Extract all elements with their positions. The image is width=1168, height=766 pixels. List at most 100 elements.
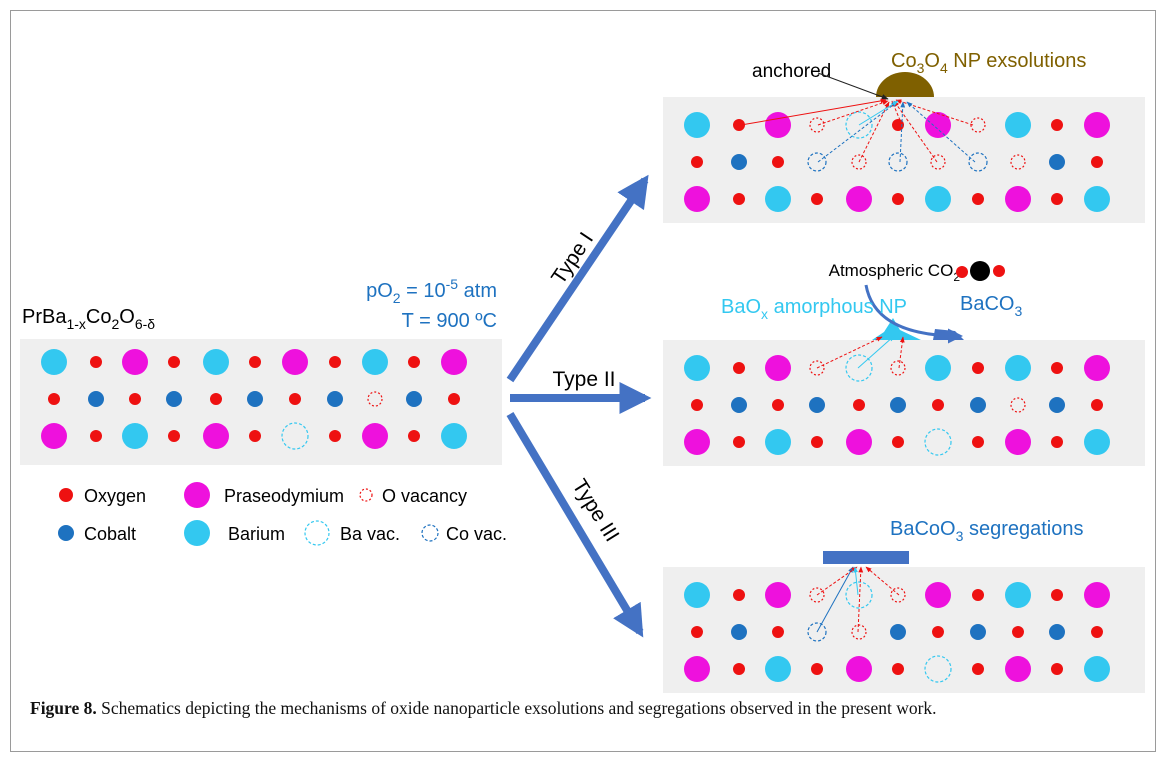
barium-atom xyxy=(765,429,791,455)
oxygen-atom xyxy=(733,119,745,131)
cobalt-atom xyxy=(890,397,906,413)
type3-migration-arrows xyxy=(816,566,900,633)
praseodymium-atom xyxy=(1005,186,1031,212)
cobalt-atom xyxy=(247,391,263,407)
oxygen-atom xyxy=(733,436,745,448)
praseodymium-atom xyxy=(925,112,951,138)
o-vacancy xyxy=(1010,154,1026,170)
praseodymium-atom xyxy=(41,423,67,449)
o-vacancy xyxy=(851,154,867,170)
baco3-label: BaCO3 xyxy=(960,293,1022,319)
oxygen-atom xyxy=(168,430,180,442)
legend: Oxygen Praseodymium O vacancy Cobalt Bar… xyxy=(58,482,507,546)
co3o4-label: Co3O4 NP exsolutions xyxy=(891,50,1086,76)
oxygen-atom xyxy=(408,356,420,368)
condition-po2: pO2 = 10-5 atm xyxy=(366,276,497,306)
caption-text: Schematics depicting the mechanisms of o… xyxy=(96,698,937,718)
legend-o-vacancy-label: O vacancy xyxy=(382,486,467,506)
oxygen-atom xyxy=(772,156,784,168)
legend-co-vac-label: Co vac. xyxy=(446,524,507,544)
oxygen-atom xyxy=(932,399,944,411)
oxygen-atom xyxy=(90,430,102,442)
legend-cobalt-label: Cobalt xyxy=(84,524,136,544)
praseodymium-atom xyxy=(846,186,872,212)
condition-temperature: T = 900 ºC xyxy=(402,310,497,332)
praseodymium-atom xyxy=(122,349,148,375)
oxygen-atom xyxy=(733,589,745,601)
type3-label: Type III xyxy=(568,475,624,546)
ba-vacancy xyxy=(924,655,952,683)
oxygen-atom xyxy=(289,393,301,405)
barium-atom xyxy=(684,582,710,608)
oxygen-atom xyxy=(691,156,703,168)
praseodymium-atom xyxy=(846,656,872,682)
oxygen-atom xyxy=(892,663,904,675)
oxygen-atom xyxy=(811,436,823,448)
legend-oxygen-label: Oxygen xyxy=(84,486,146,506)
o-vacancy xyxy=(890,587,906,603)
oxygen-atom xyxy=(772,399,784,411)
oxygen-atom xyxy=(1012,626,1024,638)
co2-oxygen-right xyxy=(993,265,1005,277)
oxygen-atom xyxy=(932,626,944,638)
oxygen-atom xyxy=(249,356,261,368)
oxygen-atom xyxy=(972,589,984,601)
oxygen-atom xyxy=(772,626,784,638)
baox-nanoparticle xyxy=(872,318,921,340)
oxygen-atom xyxy=(168,356,180,368)
barium-atom xyxy=(41,349,67,375)
type2-migration-arrows xyxy=(816,335,905,369)
praseodymium-atom xyxy=(684,429,710,455)
legend-co-vac-swatch xyxy=(421,524,439,542)
bacoo3-label: BaCoO3 segregations xyxy=(890,518,1083,544)
oxygen-atom xyxy=(1051,663,1063,675)
o-vacancy xyxy=(851,624,867,640)
oxygen-atom xyxy=(733,193,745,205)
barium-atom xyxy=(122,423,148,449)
praseodymium-atom xyxy=(1005,656,1031,682)
co2-carbon xyxy=(970,261,990,281)
cobalt-atom xyxy=(970,624,986,640)
oxygen-atom xyxy=(733,362,745,374)
praseodymium-atom xyxy=(1084,582,1110,608)
legend-barium-label: Barium xyxy=(228,524,285,544)
barium-atom xyxy=(203,349,229,375)
anchored-label: anchored xyxy=(752,61,831,82)
o-vacancy xyxy=(1010,397,1026,413)
oxygen-atom xyxy=(1091,156,1103,168)
oxygen-atom xyxy=(1051,589,1063,601)
praseodymium-atom xyxy=(1084,355,1110,381)
praseodymium-atom xyxy=(1084,112,1110,138)
oxygen-atom xyxy=(853,399,865,411)
legend-barium-swatch xyxy=(184,520,210,546)
cobalt-atom xyxy=(406,391,422,407)
cobalt-atom xyxy=(1049,154,1065,170)
oxygen-atom xyxy=(329,430,341,442)
praseodymium-atom xyxy=(925,582,951,608)
praseodymium-atom xyxy=(282,349,308,375)
co-vacancy xyxy=(807,622,827,642)
ba-vacancy xyxy=(845,111,873,139)
oxygen-atom xyxy=(1051,119,1063,131)
co-vacancy xyxy=(807,152,827,172)
oxygen-atom xyxy=(811,663,823,675)
legend-cobalt-swatch xyxy=(58,525,74,541)
oxygen-atom xyxy=(1051,362,1063,374)
praseodymium-atom xyxy=(765,582,791,608)
cobalt-atom xyxy=(890,624,906,640)
oxygen-atom xyxy=(972,193,984,205)
cobalt-atom xyxy=(809,397,825,413)
oxygen-atom xyxy=(448,393,460,405)
praseodymium-atom xyxy=(684,656,710,682)
oxygen-atom xyxy=(1091,399,1103,411)
praseodymium-atom xyxy=(203,423,229,449)
oxygen-atom xyxy=(329,356,341,368)
oxygen-atom xyxy=(48,393,60,405)
ba-vacancy xyxy=(281,422,309,450)
o-vacancy xyxy=(367,391,383,407)
oxygen-atom xyxy=(972,663,984,675)
figure-frame xyxy=(10,10,1156,752)
cobalt-atom xyxy=(970,397,986,413)
barium-atom xyxy=(1005,582,1031,608)
atmospheric-co2-label: Atmospheric CO2 xyxy=(829,261,961,284)
